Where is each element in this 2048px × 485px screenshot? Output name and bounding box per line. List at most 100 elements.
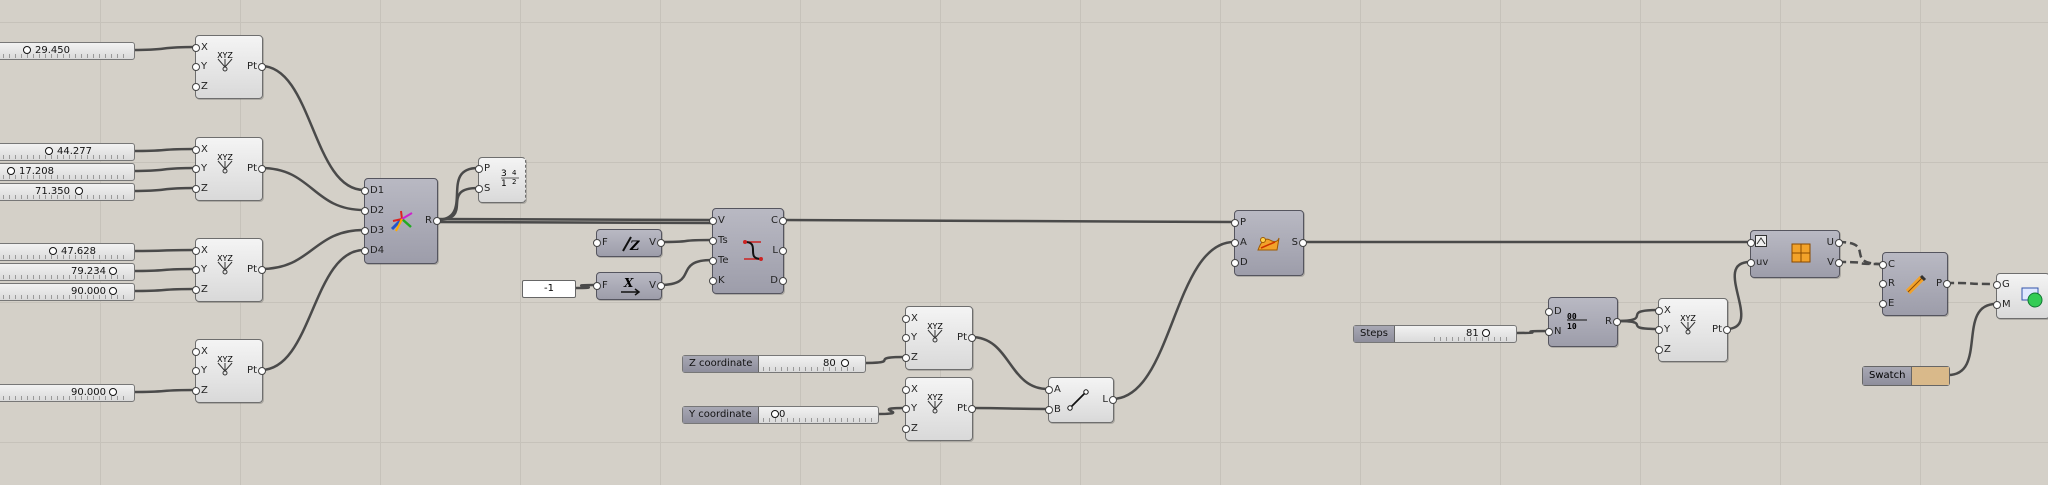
point-2-input-1[interactable]: Y <box>201 163 208 174</box>
custom-preview-component-input-0[interactable]: G <box>2002 279 2010 290</box>
divide-surface-component-input-port-1[interactable] <box>1747 259 1755 267</box>
merge-component-output-0[interactable]: R <box>425 215 432 226</box>
bezier-span-component-input-3[interactable]: K <box>718 275 725 286</box>
slider-2-grip[interactable] <box>45 147 53 155</box>
merge-component-input-3[interactable]: D4 <box>370 245 385 256</box>
slider-3-grip[interactable] <box>7 167 15 175</box>
surface-component-input-2[interactable]: D <box>1240 257 1248 268</box>
swatch-color[interactable] <box>1912 367 1949 385</box>
bezier-span-component-output-port-1[interactable] <box>779 247 787 255</box>
point-4-input-port-1[interactable] <box>192 367 200 375</box>
point-1-input-0[interactable]: X <box>201 42 208 53</box>
pipe-component-input-port-0[interactable] <box>1879 261 1887 269</box>
bezier-span-component-output-port-0[interactable] <box>779 217 787 225</box>
point-5-input-0[interactable]: X <box>911 313 918 324</box>
slider-steps-grip[interactable] <box>1482 329 1490 337</box>
surface-component-input-port-2[interactable] <box>1231 259 1239 267</box>
series-component-input-port-1[interactable] <box>1545 328 1553 336</box>
point-6-input-1[interactable]: Y <box>911 403 918 414</box>
line-component-input-port-1[interactable] <box>1045 406 1053 414</box>
unit-z-vector-input-0[interactable]: F <box>602 237 608 248</box>
point-6-input-port-2[interactable] <box>902 425 910 433</box>
pipe-component-output-port-0[interactable] <box>1943 280 1951 288</box>
point-1-input-1[interactable]: Y <box>201 61 208 72</box>
point-4-input-1[interactable]: Y <box>201 365 208 376</box>
point-3-input-0[interactable]: X <box>201 245 208 256</box>
slider-7[interactable]: 90.000 <box>0 283 135 301</box>
point-4-output-port-0[interactable] <box>258 367 266 375</box>
param-viewer-input-1[interactable]: S <box>484 183 491 194</box>
slider-6-grip[interactable] <box>109 267 117 275</box>
pipe-component-input-2[interactable]: E <box>1888 298 1895 309</box>
unit-x-vector-input-0[interactable]: F <box>602 280 608 291</box>
slider-5-grip[interactable] <box>49 247 57 255</box>
point-2-output-port-0[interactable] <box>258 165 266 173</box>
point-5-input-port-0[interactable] <box>902 315 910 323</box>
preview-toggle-icon[interactable] <box>1755 235 1767 250</box>
slider-5[interactable]: 47.628 <box>0 243 135 261</box>
merge-component-input-port-0[interactable] <box>361 187 369 195</box>
point-3-output-0[interactable]: Pt <box>247 264 257 275</box>
slider-6[interactable]: 79.234 <box>0 263 135 281</box>
point-5-output-port-0[interactable] <box>968 334 976 342</box>
point-5-input-2[interactable]: Z <box>911 352 918 363</box>
bezier-span-component-output-2[interactable]: D <box>770 275 778 286</box>
point-7-input-port-0[interactable] <box>1655 307 1663 315</box>
point-6-output-port-0[interactable] <box>968 405 976 413</box>
slider-1[interactable]: 29.450 <box>0 42 135 60</box>
unit-x-vector-output-port-0[interactable] <box>657 282 665 290</box>
divide-surface-component[interactable]: SuvUV <box>1747 230 1843 278</box>
point-7-output-0[interactable]: Pt <box>1712 324 1722 335</box>
series-component-input-port-0[interactable] <box>1545 308 1553 316</box>
slider-4-grip[interactable] <box>75 187 83 195</box>
point-6-output-0[interactable]: Pt <box>957 403 967 414</box>
line-component-input-port-0[interactable] <box>1045 386 1053 394</box>
point-4-input-port-2[interactable] <box>192 387 200 395</box>
line-component-input-1[interactable]: B <box>1054 404 1061 415</box>
point-1-output-port-0[interactable] <box>258 63 266 71</box>
slider-y-coordinate-grip[interactable] <box>771 410 779 418</box>
merge-component-input-port-2[interactable] <box>361 227 369 235</box>
pipe-component-output-0[interactable]: P <box>1935 278 1942 289</box>
series-component-output-port-0[interactable] <box>1613 318 1621 326</box>
point-7-input-0[interactable]: X <box>1664 305 1671 316</box>
point-6-input-2[interactable]: Z <box>911 423 918 434</box>
point-4-input-2[interactable]: Z <box>201 385 208 396</box>
series-component-input-1[interactable]: N <box>1554 326 1562 337</box>
unit-x-vector-input-port-0[interactable] <box>593 282 601 290</box>
merge-component-output-port-0[interactable] <box>433 217 441 225</box>
point-1-input-port-0[interactable] <box>192 44 200 52</box>
point-5-input-1[interactable]: Y <box>911 332 918 343</box>
point-2-input-port-1[interactable] <box>192 165 200 173</box>
slider-z-coordinate-grip[interactable] <box>841 359 849 367</box>
point-5-input-port-1[interactable] <box>902 334 910 342</box>
slider-8-grip[interactable] <box>109 388 117 396</box>
point-4-output-0[interactable]: Pt <box>247 365 257 376</box>
bezier-span-component-input-port-0[interactable] <box>709 217 717 225</box>
param-viewer-input-port-0[interactable] <box>475 165 483 173</box>
slider-7-grip[interactable] <box>109 287 117 295</box>
bezier-span-component-input-2[interactable]: Te <box>718 255 729 266</box>
bezier-span-component-output-1[interactable]: L <box>772 245 778 256</box>
bezier-span-component-output-port-2[interactable] <box>779 277 787 285</box>
slider-4[interactable]: 71.350 <box>0 183 135 201</box>
pipe-component-input-port-2[interactable] <box>1879 300 1887 308</box>
bezier-span-component-output-0[interactable]: C <box>771 215 778 226</box>
point-1-output-0[interactable]: Pt <box>247 61 257 72</box>
slider-2[interactable]: 44.277 <box>0 143 135 161</box>
surface-component-input-0[interactable]: P <box>1240 217 1247 228</box>
surface-component-input-port-0[interactable] <box>1231 219 1239 227</box>
slider-8[interactable]: 90.000 <box>0 384 135 402</box>
point-4-input-0[interactable]: X <box>201 346 208 357</box>
series-component-output-0[interactable]: R <box>1605 316 1612 327</box>
